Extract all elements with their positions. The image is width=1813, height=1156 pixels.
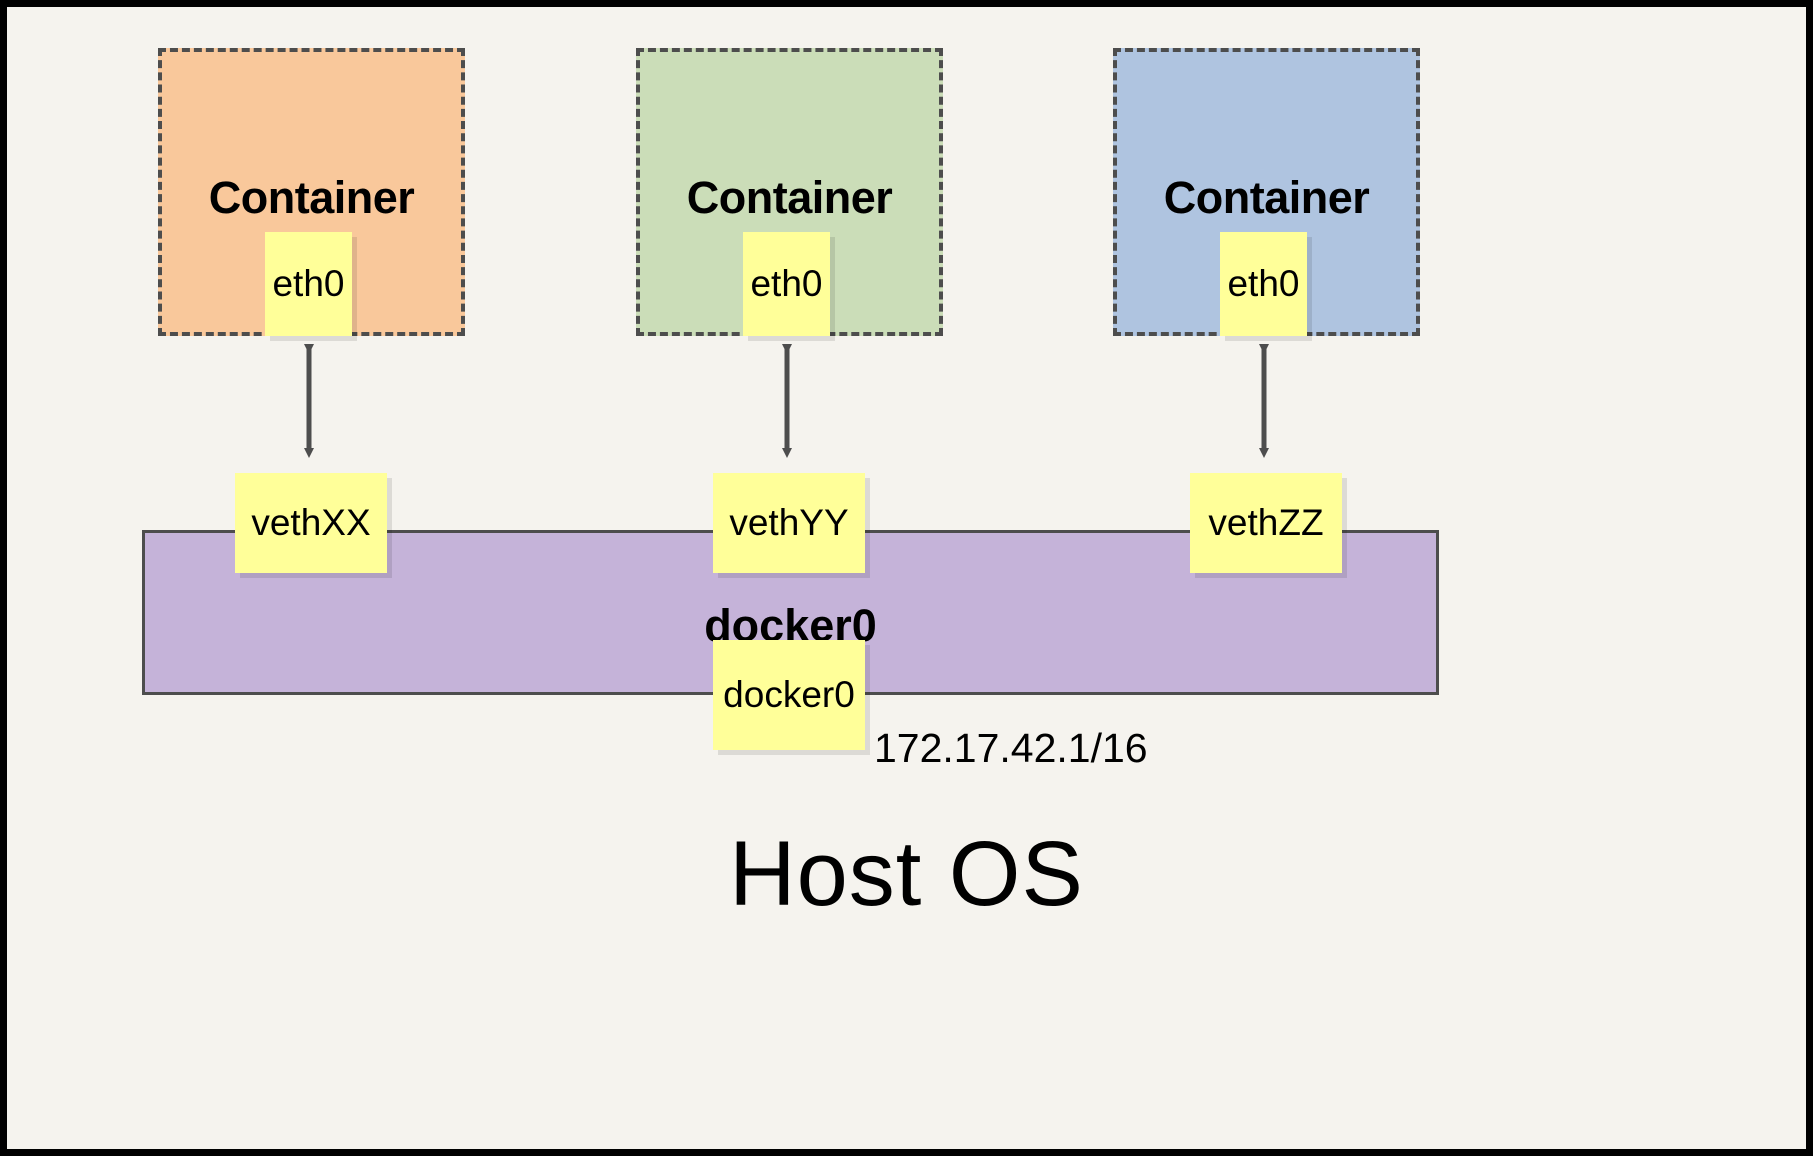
veth-link-arrow-1 <box>284 335 334 467</box>
eth0-box-2[interactable]: eth0 <box>743 232 830 336</box>
container-title-2: Container <box>686 172 893 223</box>
container-title-3: Container <box>1163 172 1370 223</box>
container-title-1: Container <box>208 172 415 223</box>
veth-link-arrow-3 <box>1239 335 1289 467</box>
docker0-interface-box[interactable]: docker0 <box>713 640 865 750</box>
veth-box-2[interactable]: vethYY <box>713 473 865 573</box>
host-os-label: Host OS <box>729 823 1084 925</box>
veth-box-3[interactable]: vethZZ <box>1190 473 1342 573</box>
eth0-box-3[interactable]: eth0 <box>1220 232 1307 336</box>
eth0-box-1[interactable]: eth0 <box>265 232 352 336</box>
diagram-canvas: Container eth0 Container eth0 Container … <box>7 7 1806 1149</box>
veth-box-1[interactable]: vethXX <box>235 473 387 573</box>
veth-link-arrow-2 <box>762 335 812 467</box>
docker0-ip-label: 172.17.42.1/16 <box>874 725 1148 771</box>
